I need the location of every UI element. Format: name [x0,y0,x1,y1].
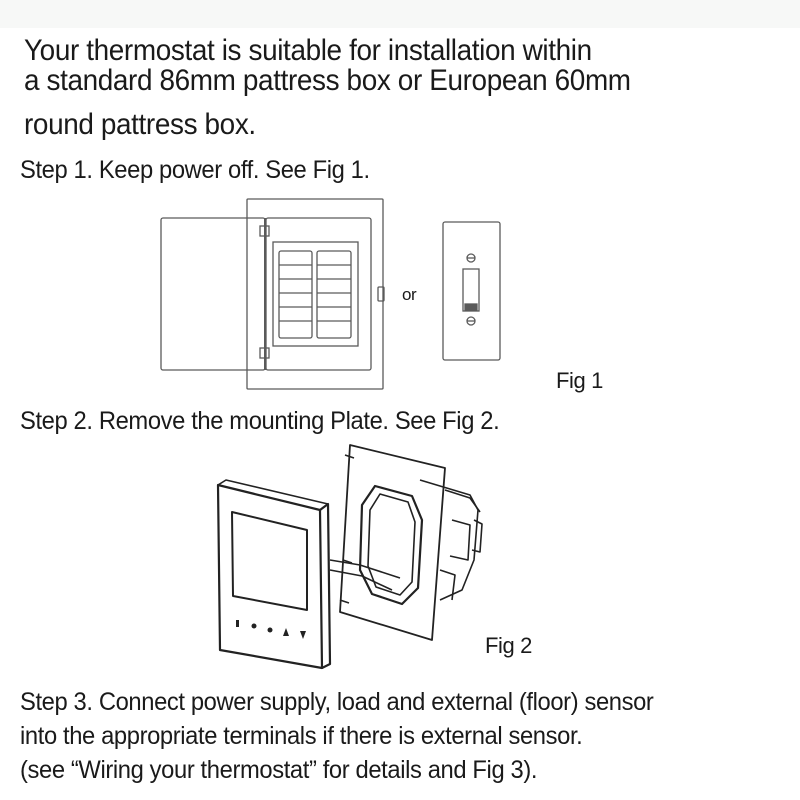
step-3-line-1: Step 3. Connect power supply, load and e… [20,688,654,716]
top-band [0,0,800,28]
step-3-line-2: into the appropriate terminals if there … [20,722,583,750]
step-2-heading: Step 2. Remove the mounting Plate. See F… [20,407,500,435]
intro-line-3: round pattress box. [24,108,256,141]
fig1-or-label: or [402,285,417,304]
fig1-caption: Fig 1 [556,368,603,393]
intro-line-1: Your thermostat is suitable for installa… [24,34,592,67]
step-1-heading: Step 1. Keep power off. See Fig 1. [20,156,370,184]
step-3-line-3: (see “Wiring your thermostat” for detail… [20,756,538,784]
fig2-caption: Fig 2 [485,633,532,658]
intro-line-2: a standard 86mm pattress box or European… [24,64,631,97]
